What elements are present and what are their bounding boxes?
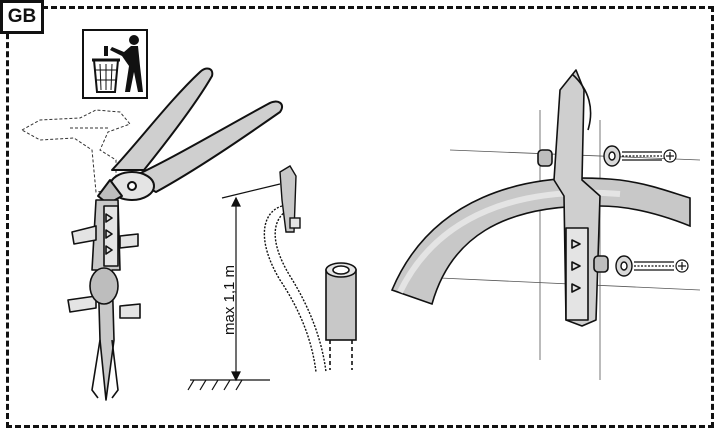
flexible-cable: [263, 205, 327, 373]
waste-bin-person-icon: [82, 29, 148, 99]
height-dimension: [187, 183, 281, 391]
washer-upper: [603, 145, 621, 167]
dashed-border: [6, 6, 714, 428]
pliers-icon: [97, 67, 284, 205]
washer-lower: [615, 255, 633, 277]
curved-pipe: [390, 177, 691, 306]
screw-icon-lower: [634, 259, 689, 273]
removed-clip-outline: [20, 109, 131, 193]
pipe-clip-detail: [67, 199, 141, 401]
pipe-clip-mounted: [537, 69, 609, 327]
height-label: max 1,1 m: [221, 265, 238, 335]
region-label-badge: GB: [0, 0, 44, 34]
rigid-pipe: [325, 262, 357, 370]
screw-icon: [622, 149, 677, 163]
mini-clip: [279, 165, 301, 233]
